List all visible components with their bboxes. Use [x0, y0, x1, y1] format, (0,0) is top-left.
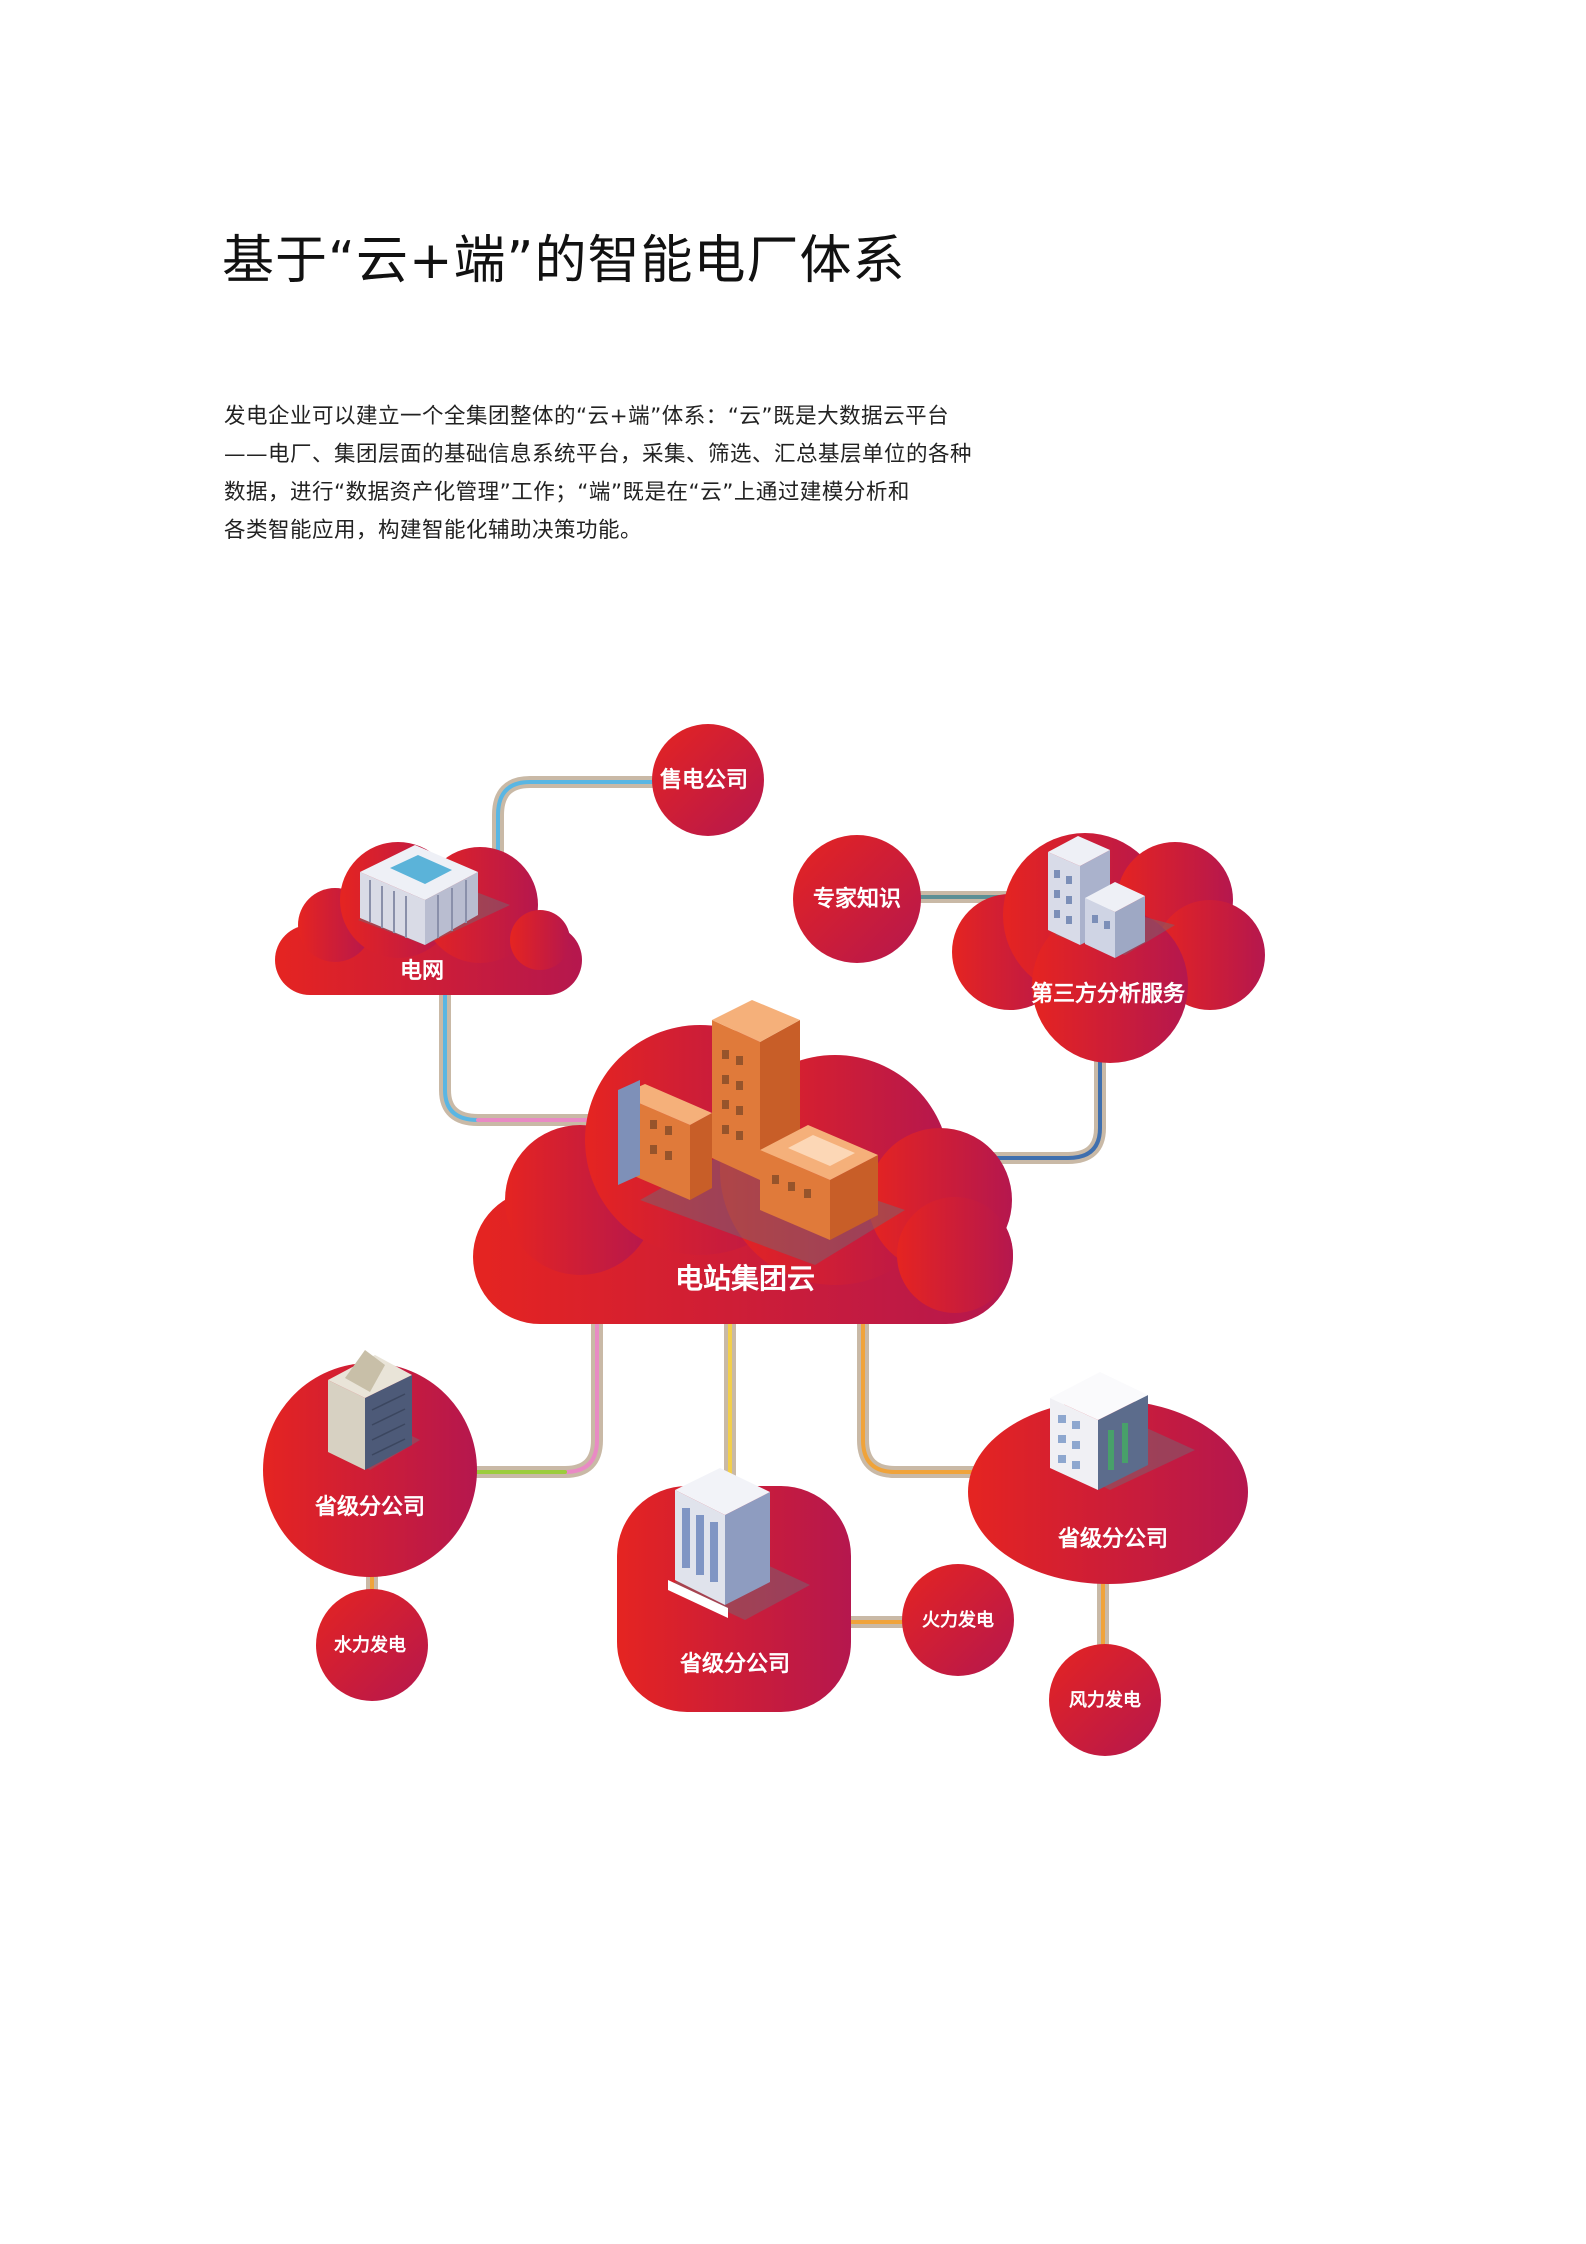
third-party-building-icon — [1048, 836, 1175, 958]
grid-building-icon — [358, 845, 510, 945]
branch-middle-building-icon — [668, 1468, 810, 1620]
connector-thirdparty-center — [924, 1014, 1106, 1164]
node-sales-label: 售电公司 — [660, 767, 748, 793]
intro-line: 数据，进行“数据资产化管理”工作；“端”既是在“云”上通过建模分析和 — [224, 480, 910, 505]
node-branch-middle-label: 省级分公司 — [679, 1651, 790, 1677]
connector-grid-sales — [492, 776, 696, 916]
connector-center-branch-right — [857, 1294, 996, 1478]
center-building-icon — [618, 1000, 905, 1265]
node-expert-bg — [793, 835, 921, 963]
node-grid-label: 电网 — [400, 959, 444, 984]
node-hydro-bg — [316, 1589, 428, 1701]
node-branch-right-bg — [968, 1400, 1248, 1584]
node-sales-bg — [652, 724, 764, 836]
intro-paragraph: 发电企业可以建立一个全集团整体的“云+端”体系：“云”既是大数据云平台 ——电厂… — [224, 398, 1004, 550]
node-wind-bg — [1049, 1644, 1161, 1756]
connector-grid-center — [439, 984, 606, 1126]
node-hydro-label: 水力发电 — [334, 1634, 406, 1656]
node-thermal-bg — [902, 1564, 1014, 1676]
node-wind-label: 风力发电 — [1069, 1689, 1141, 1711]
node-branch-left-label: 省级分公司 — [314, 1494, 425, 1520]
intro-line: ——电厂、集团层面的基础信息系统平台，采集、筛选、汇总基层单位的各种 — [224, 442, 973, 467]
intro-line: 发电企业可以建立一个全集团整体的“云+端”体系：“云”既是大数据云平台 — [224, 404, 950, 429]
node-expert-label: 专家知识 — [813, 886, 901, 912]
page-title: 基于“云+端”的智能电厂体系 — [222, 231, 906, 291]
branch-left-building-icon — [328, 1350, 420, 1470]
branch-right-building-icon — [1050, 1372, 1195, 1490]
node-center-label: 电站集团云 — [675, 1262, 815, 1295]
node-third-party-label: 第三方分析服务 — [1031, 981, 1186, 1007]
intro-line: 各类智能应用，构建智能化辅助决策功能。 — [224, 518, 643, 543]
connector-center-branch-left — [464, 1294, 603, 1478]
node-branch-left-bg — [263, 1363, 477, 1577]
node-branch-right-label: 省级分公司 — [1057, 1526, 1168, 1552]
node-thermal-label: 火力发电 — [922, 1609, 994, 1631]
